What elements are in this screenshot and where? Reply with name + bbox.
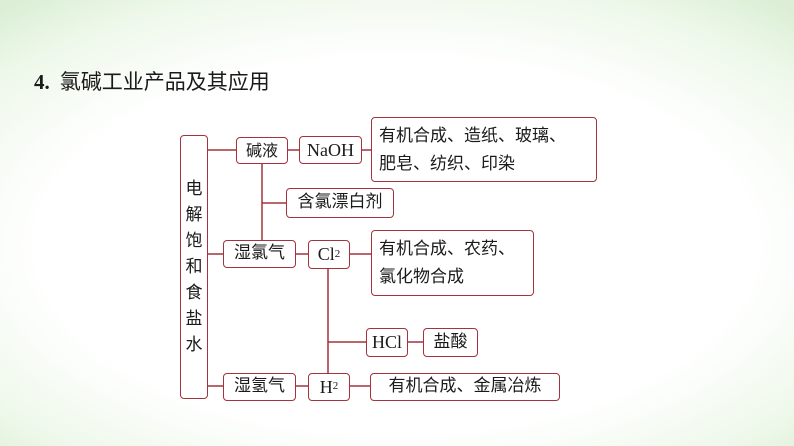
root-char: 电 [185,179,203,199]
naoh-box: NaOH [299,136,362,164]
root-char: 解 [185,205,203,225]
root-char: 水 [185,335,203,355]
page-title: 4.氯碱工业产品及其应用 [34,70,270,94]
hcl-box: HCl [366,328,408,357]
wet-hydrogen-box: 湿氢气 [223,373,296,401]
h2-symbol: H [319,376,333,397]
root-char: 盐 [185,309,203,329]
root-char: 食 [185,283,203,303]
uses-line: 氯化物合成 [379,267,464,287]
root-char: 饱 [185,231,203,251]
h2-subscript: 2 [332,380,339,393]
cl2-symbol: Cl [317,244,335,265]
uses-line: 肥皂、纺织、印染 [379,153,515,174]
cl2-uses-box: 有机合成、农药、 氯化物合成 [371,230,534,296]
naoh-uses-box: 有机合成、造纸、玻璃、 肥皂、纺织、印染 [371,117,597,182]
alkali-box: 碱液 [236,137,288,164]
wet-chlorine-box: 湿氯气 [223,240,296,268]
cl2-subscript: 2 [334,247,341,260]
saturated-brine-box: 电 解 饱 和 食 盐 水 [180,135,208,399]
root-char: 和 [185,257,203,277]
hydrochloric-acid-box: 盐酸 [423,328,478,357]
uses-line: 有机合成、农药、 [379,239,515,259]
h2-uses-box: 有机合成、金属冶炼 [370,373,560,401]
uses-line: 有机合成、造纸、玻璃、 [379,125,566,146]
bleach-box: 含氯漂白剂 [286,188,394,218]
